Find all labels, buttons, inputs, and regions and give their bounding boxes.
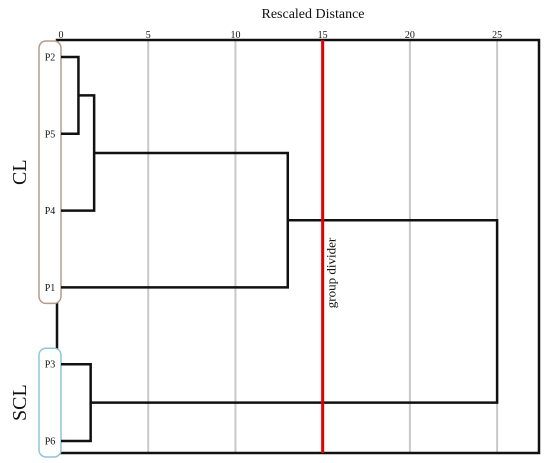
x-tick-label: 25 bbox=[492, 30, 502, 41]
x-tick-label: 20 bbox=[405, 30, 415, 41]
x-tick-label: 10 bbox=[230, 30, 240, 41]
leaf-label: P6 bbox=[45, 437, 56, 448]
group-bracket bbox=[38, 347, 62, 458]
group-brackets bbox=[38, 40, 62, 458]
chart-title: Rescaled Distance bbox=[261, 7, 364, 22]
leaf-label: P5 bbox=[45, 129, 56, 140]
x-tick-label: 5 bbox=[146, 30, 151, 41]
leaf-label: P2 bbox=[45, 53, 56, 64]
leaf-label: P1 bbox=[45, 283, 56, 294]
leaf-label: P4 bbox=[45, 206, 56, 217]
x-tick-label: 0 bbox=[59, 30, 64, 41]
dendrogram-link bbox=[90, 218, 499, 404]
dendrogram-links bbox=[61, 55, 499, 443]
group-label: SCL bbox=[9, 384, 31, 421]
group-divider-label: group divider bbox=[324, 237, 339, 308]
dendrogram-link bbox=[61, 362, 92, 443]
plot-frame bbox=[55, 38, 541, 455]
group-labels: CL SCL bbox=[9, 159, 31, 421]
dendrogram-link bbox=[61, 94, 96, 212]
group-divider: group divider bbox=[321, 40, 339, 453]
x-tick-label: 15 bbox=[318, 30, 328, 41]
group-bracket bbox=[38, 40, 62, 305]
leaf-label: P3 bbox=[45, 360, 56, 371]
x-tick-labels: 0 5 10 15 20 25 bbox=[59, 30, 503, 41]
group-label: CL bbox=[9, 159, 31, 185]
dendrogram-link bbox=[61, 55, 80, 136]
